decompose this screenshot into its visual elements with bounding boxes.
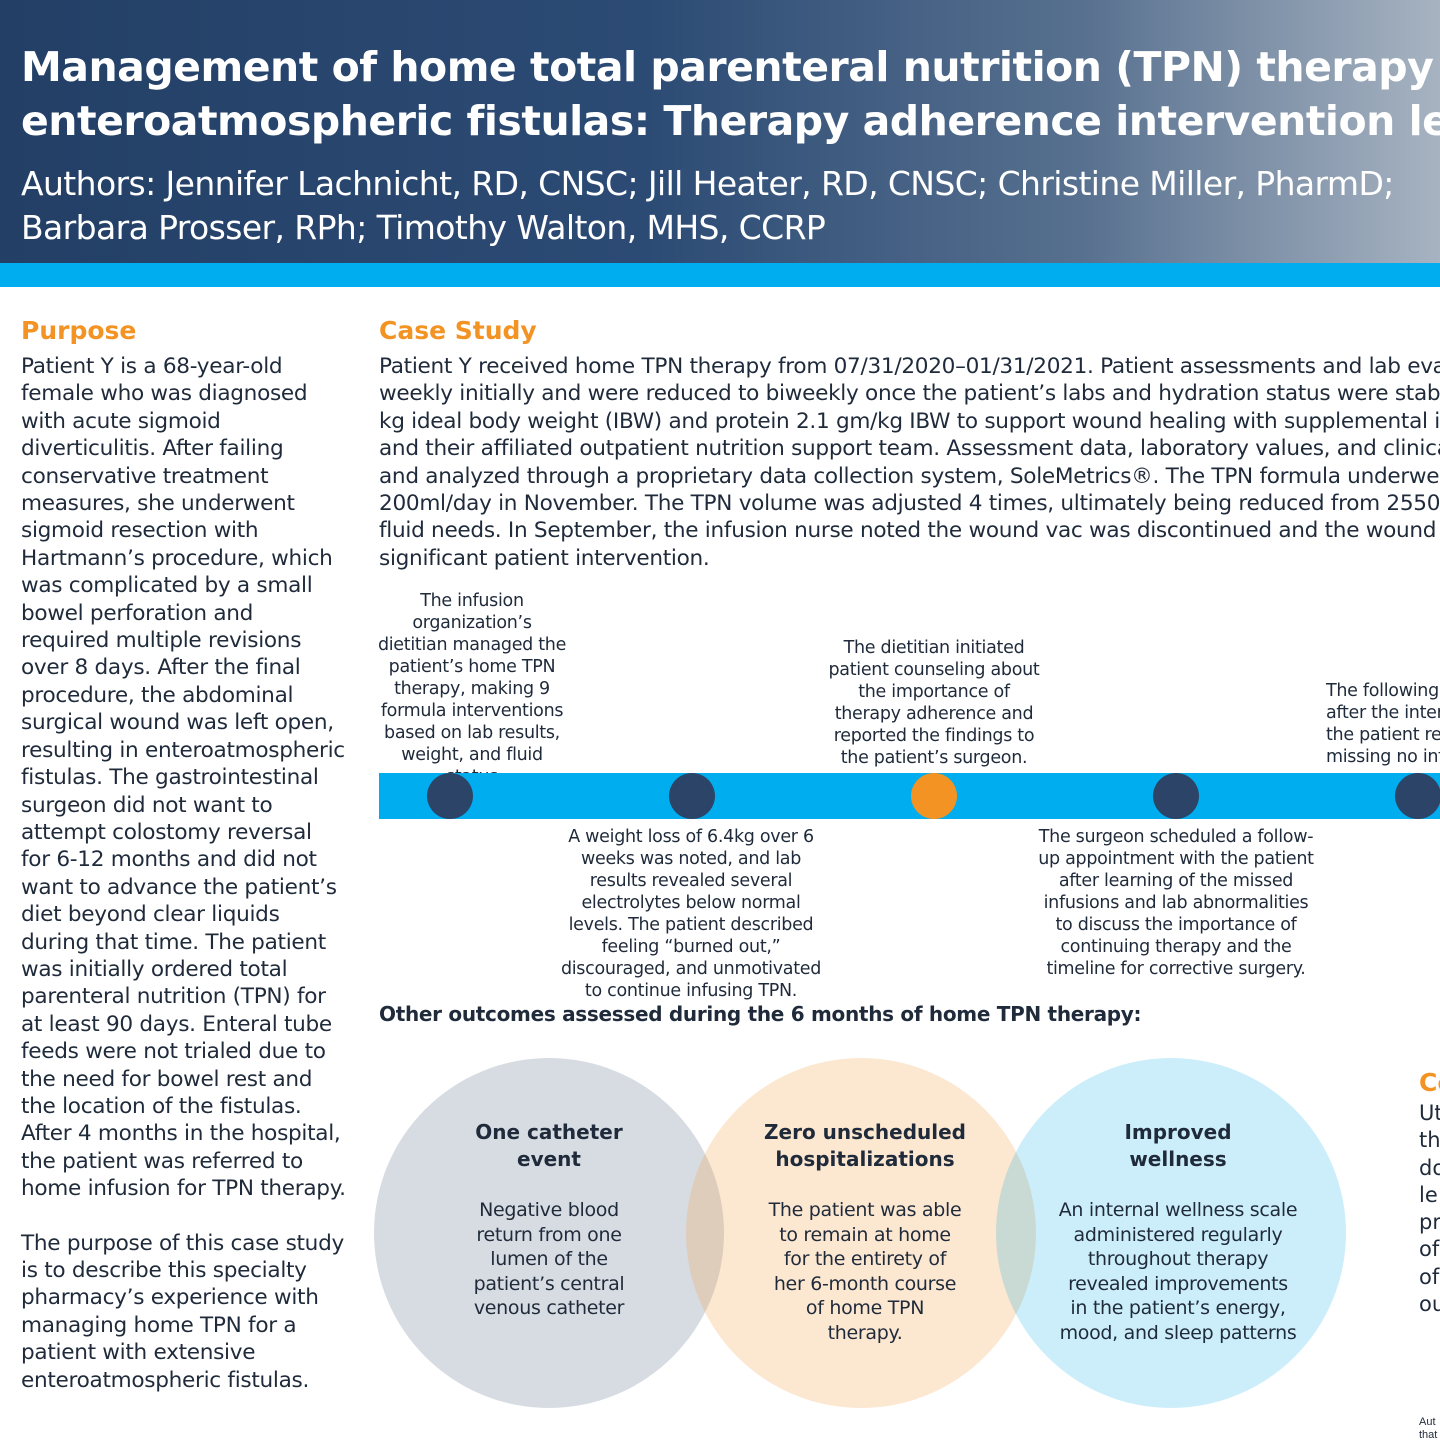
conclusion-line: le — [1419, 1182, 1438, 1207]
conclusion-line: ou — [1419, 1292, 1440, 1317]
purpose-heading: Purpose — [21, 316, 137, 345]
conclusion-text-fragment: Ut th do le pr of of ou — [1419, 1100, 1440, 1318]
timeline-note-above-3: The following after the interv the patie… — [1326, 680, 1440, 768]
outcome-title: One catheter event — [475, 1120, 623, 1171]
conclusion-heading-fragment: Co — [1419, 1068, 1440, 1097]
poster-header: Management of home total parenteral nutr… — [0, 0, 1440, 263]
authors-line-2: Barbara Prosser, RPh; Timothy Walton, MH… — [21, 208, 826, 247]
footnote-fragment: Aut that — [1419, 1416, 1437, 1442]
case-line: kg ideal body weight (IBW) and protein 2… — [379, 408, 1440, 434]
authors-line-1: Authors: Jennifer Lachnicht, RD, CNSC; J… — [21, 164, 1394, 203]
outcome-body: The patient was able to remain at home f… — [768, 1199, 962, 1344]
outcome-circle-wellness — [996, 1058, 1346, 1408]
header-accent-band — [0, 263, 1440, 287]
conclusion-line: of — [1419, 1264, 1440, 1289]
outcomes-heading: Other outcomes assessed during the 6 mon… — [379, 1002, 1142, 1026]
timeline-note-below-2: The surgeon scheduled a follow-up appoin… — [1038, 827, 1314, 979]
case-line: Patient Y received home TPN therapy from… — [379, 354, 1440, 379]
case-line: 200ml/day in November. The TPN volume wa… — [379, 491, 1440, 517]
conclusion-line: of — [1419, 1237, 1440, 1262]
case-line: fluid needs. In September, the infusion … — [379, 518, 1440, 544]
poster-title: Management of home total parenteral nutr… — [21, 40, 1440, 148]
case-line: weekly initially and were reduced to biw… — [379, 381, 1440, 407]
case-study-text: Patient Y received home TPN therapy from… — [379, 353, 1440, 572]
timeline-milestone-dot — [1153, 773, 1199, 819]
conclusion-line: Ut — [1419, 1101, 1440, 1125]
conclusion-line: do — [1419, 1155, 1440, 1180]
outcome-circle-hospitalizations — [686, 1058, 1036, 1408]
outcome-body: Negative blood return from one lumen of … — [473, 1199, 625, 1320]
timeline-milestone-dot — [1395, 773, 1440, 819]
title-line-2: enteroatmospheric fistulas: Therapy adhe… — [21, 97, 1440, 145]
timeline-note-above-1: The infusion organization’s dietitian ma… — [377, 591, 567, 787]
timeline-note-below-1: A weight loss of 6.4kg over 6 weeks was … — [560, 827, 822, 1001]
outcome-title: Improved wellness — [1124, 1120, 1232, 1171]
timeline-note-line: The following — [1326, 681, 1439, 701]
timeline-note-above-2: The dietitian initiated patient counseli… — [828, 638, 1040, 768]
case-line: and analyzed through a proprietary data … — [379, 463, 1440, 489]
conclusion-line: pr — [1419, 1210, 1440, 1235]
conclusion-line: th — [1419, 1128, 1440, 1153]
case-line: and their affiliated outpatient nutritio… — [379, 436, 1440, 462]
case-line: significant patient intervention. — [379, 545, 710, 571]
timeline-milestone-dot — [427, 773, 473, 819]
timeline-milestone-dot — [669, 773, 715, 819]
timeline-note-line: missing no inf — [1326, 747, 1440, 767]
poster-authors: Authors: Jennifer Lachnicht, RD, CNSC; J… — [21, 162, 1440, 250]
footnote-line: that — [1419, 1429, 1438, 1441]
outcome-title: Zero unscheduled hospitalizations — [764, 1120, 966, 1171]
purpose-text: Patient Y is a 68-year-old female who wa… — [21, 353, 346, 1421]
timeline-note-line: after the interv — [1326, 703, 1440, 723]
timeline-milestone-dot-highlight — [911, 773, 957, 819]
outcome-body: An internal wellness scale administered … — [1058, 1199, 1298, 1344]
case-study-heading: Case Study — [379, 316, 537, 345]
purpose-paragraph-1: Patient Y is a 68-year-old female who wa… — [21, 354, 346, 1202]
purpose-paragraph-2: The purpose of this case study is to des… — [21, 1230, 344, 1393]
title-line-1: Management of home total parenteral nutr… — [21, 43, 1440, 91]
footnote-line: Aut — [1419, 1416, 1436, 1428]
outcome-circle-catheter — [374, 1058, 724, 1408]
timeline-bar — [379, 773, 1440, 819]
timeline-note-line: the patient rep — [1326, 725, 1440, 745]
